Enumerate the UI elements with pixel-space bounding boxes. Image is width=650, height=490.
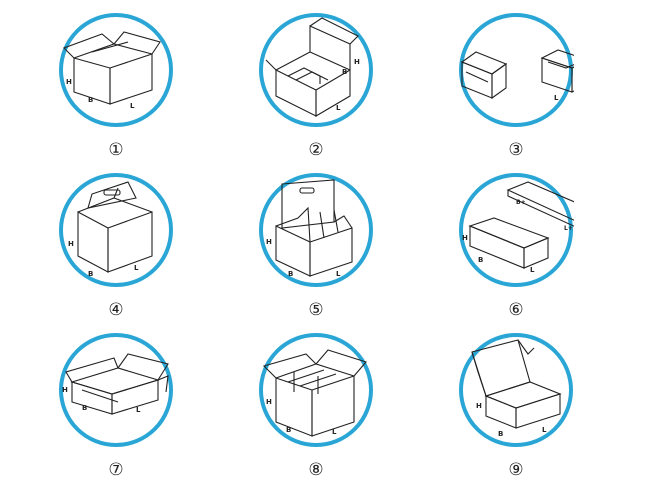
dimension-label: B — [288, 270, 293, 278]
box-style-5: H B L ⑤ — [216, 170, 416, 330]
circle-frame — [459, 333, 573, 447]
circle-frame — [459, 173, 573, 287]
dimension-label: L — [130, 102, 135, 110]
box-diagram-6: B+ L+ H+ H B L — [459, 173, 574, 287]
box-style-6: B+ L+ H+ H B L ⑥ — [416, 170, 616, 330]
dimension-label: H — [476, 402, 482, 410]
item-number: ② — [308, 140, 324, 160]
dimension-label: L — [136, 406, 141, 414]
dimension-label: H — [462, 234, 468, 242]
dimension-label: B — [88, 270, 93, 278]
box-diagram-2: H B L — [259, 13, 373, 127]
item-number: ③ — [508, 140, 524, 160]
dimension-label: L — [542, 426, 547, 434]
circle-frame — [259, 333, 373, 447]
item-number: ① — [108, 140, 124, 160]
box-side — [109, 53, 153, 105]
dimension-label: L+ — [564, 225, 573, 232]
dimension-label: H — [68, 240, 74, 248]
circle-frame — [459, 13, 573, 127]
box-style-1: H B L ① — [16, 10, 216, 170]
item-number: ⑨ — [508, 460, 524, 480]
circle-frame — [59, 13, 173, 127]
box-diagram-4: H B L — [59, 173, 173, 287]
box-diagram-5: H B L — [259, 173, 373, 287]
dimension-label: L — [554, 94, 559, 102]
dimension-label: H — [354, 58, 360, 66]
dimension-label: H — [266, 398, 272, 406]
circle-frame — [59, 173, 173, 287]
box-diagram-8: H B L — [259, 333, 373, 447]
box-diagram-9: H B L — [459, 333, 573, 447]
item-number: ⑥ — [508, 300, 524, 320]
dimension-label: B — [498, 430, 503, 438]
item-number: ⑤ — [308, 300, 324, 320]
box-style-2: H B L ② — [216, 10, 416, 170]
dimension-label: H — [266, 238, 272, 246]
box-diagram-1: H B L — [59, 13, 173, 127]
item-number: ⑦ — [108, 460, 124, 480]
box-style-7: H B L ⑦ — [16, 330, 216, 490]
box-diagram-3: L H B — [459, 13, 574, 127]
box-style-9: H B L ⑨ — [416, 330, 616, 490]
dimension-label: B — [342, 68, 347, 76]
box-style-4: H B L ④ — [16, 170, 216, 330]
dimension-label: L — [336, 104, 341, 112]
dimension-label: L — [530, 266, 535, 274]
dimension-label: L — [336, 270, 341, 278]
dimension-label: B — [286, 426, 291, 434]
dimension-label: H — [66, 78, 72, 86]
dimension-label: H — [62, 386, 68, 394]
dimension-label: B — [88, 96, 93, 104]
box-diagram-7: H B L — [59, 333, 173, 447]
dimension-label: B+ — [516, 199, 526, 206]
circle-frame — [259, 173, 373, 287]
box-style-3: L H B ③ — [416, 10, 616, 170]
dimension-label: L — [134, 264, 139, 272]
item-number: ⑧ — [308, 460, 324, 480]
box-style-8: H B L ⑧ — [216, 330, 416, 490]
circle-frame — [259, 13, 373, 127]
circle-frame — [59, 333, 173, 447]
dimension-label: B — [478, 256, 483, 264]
dimension-label: L — [332, 428, 337, 436]
dimension-label: B — [82, 404, 87, 412]
item-number: ④ — [108, 300, 124, 320]
